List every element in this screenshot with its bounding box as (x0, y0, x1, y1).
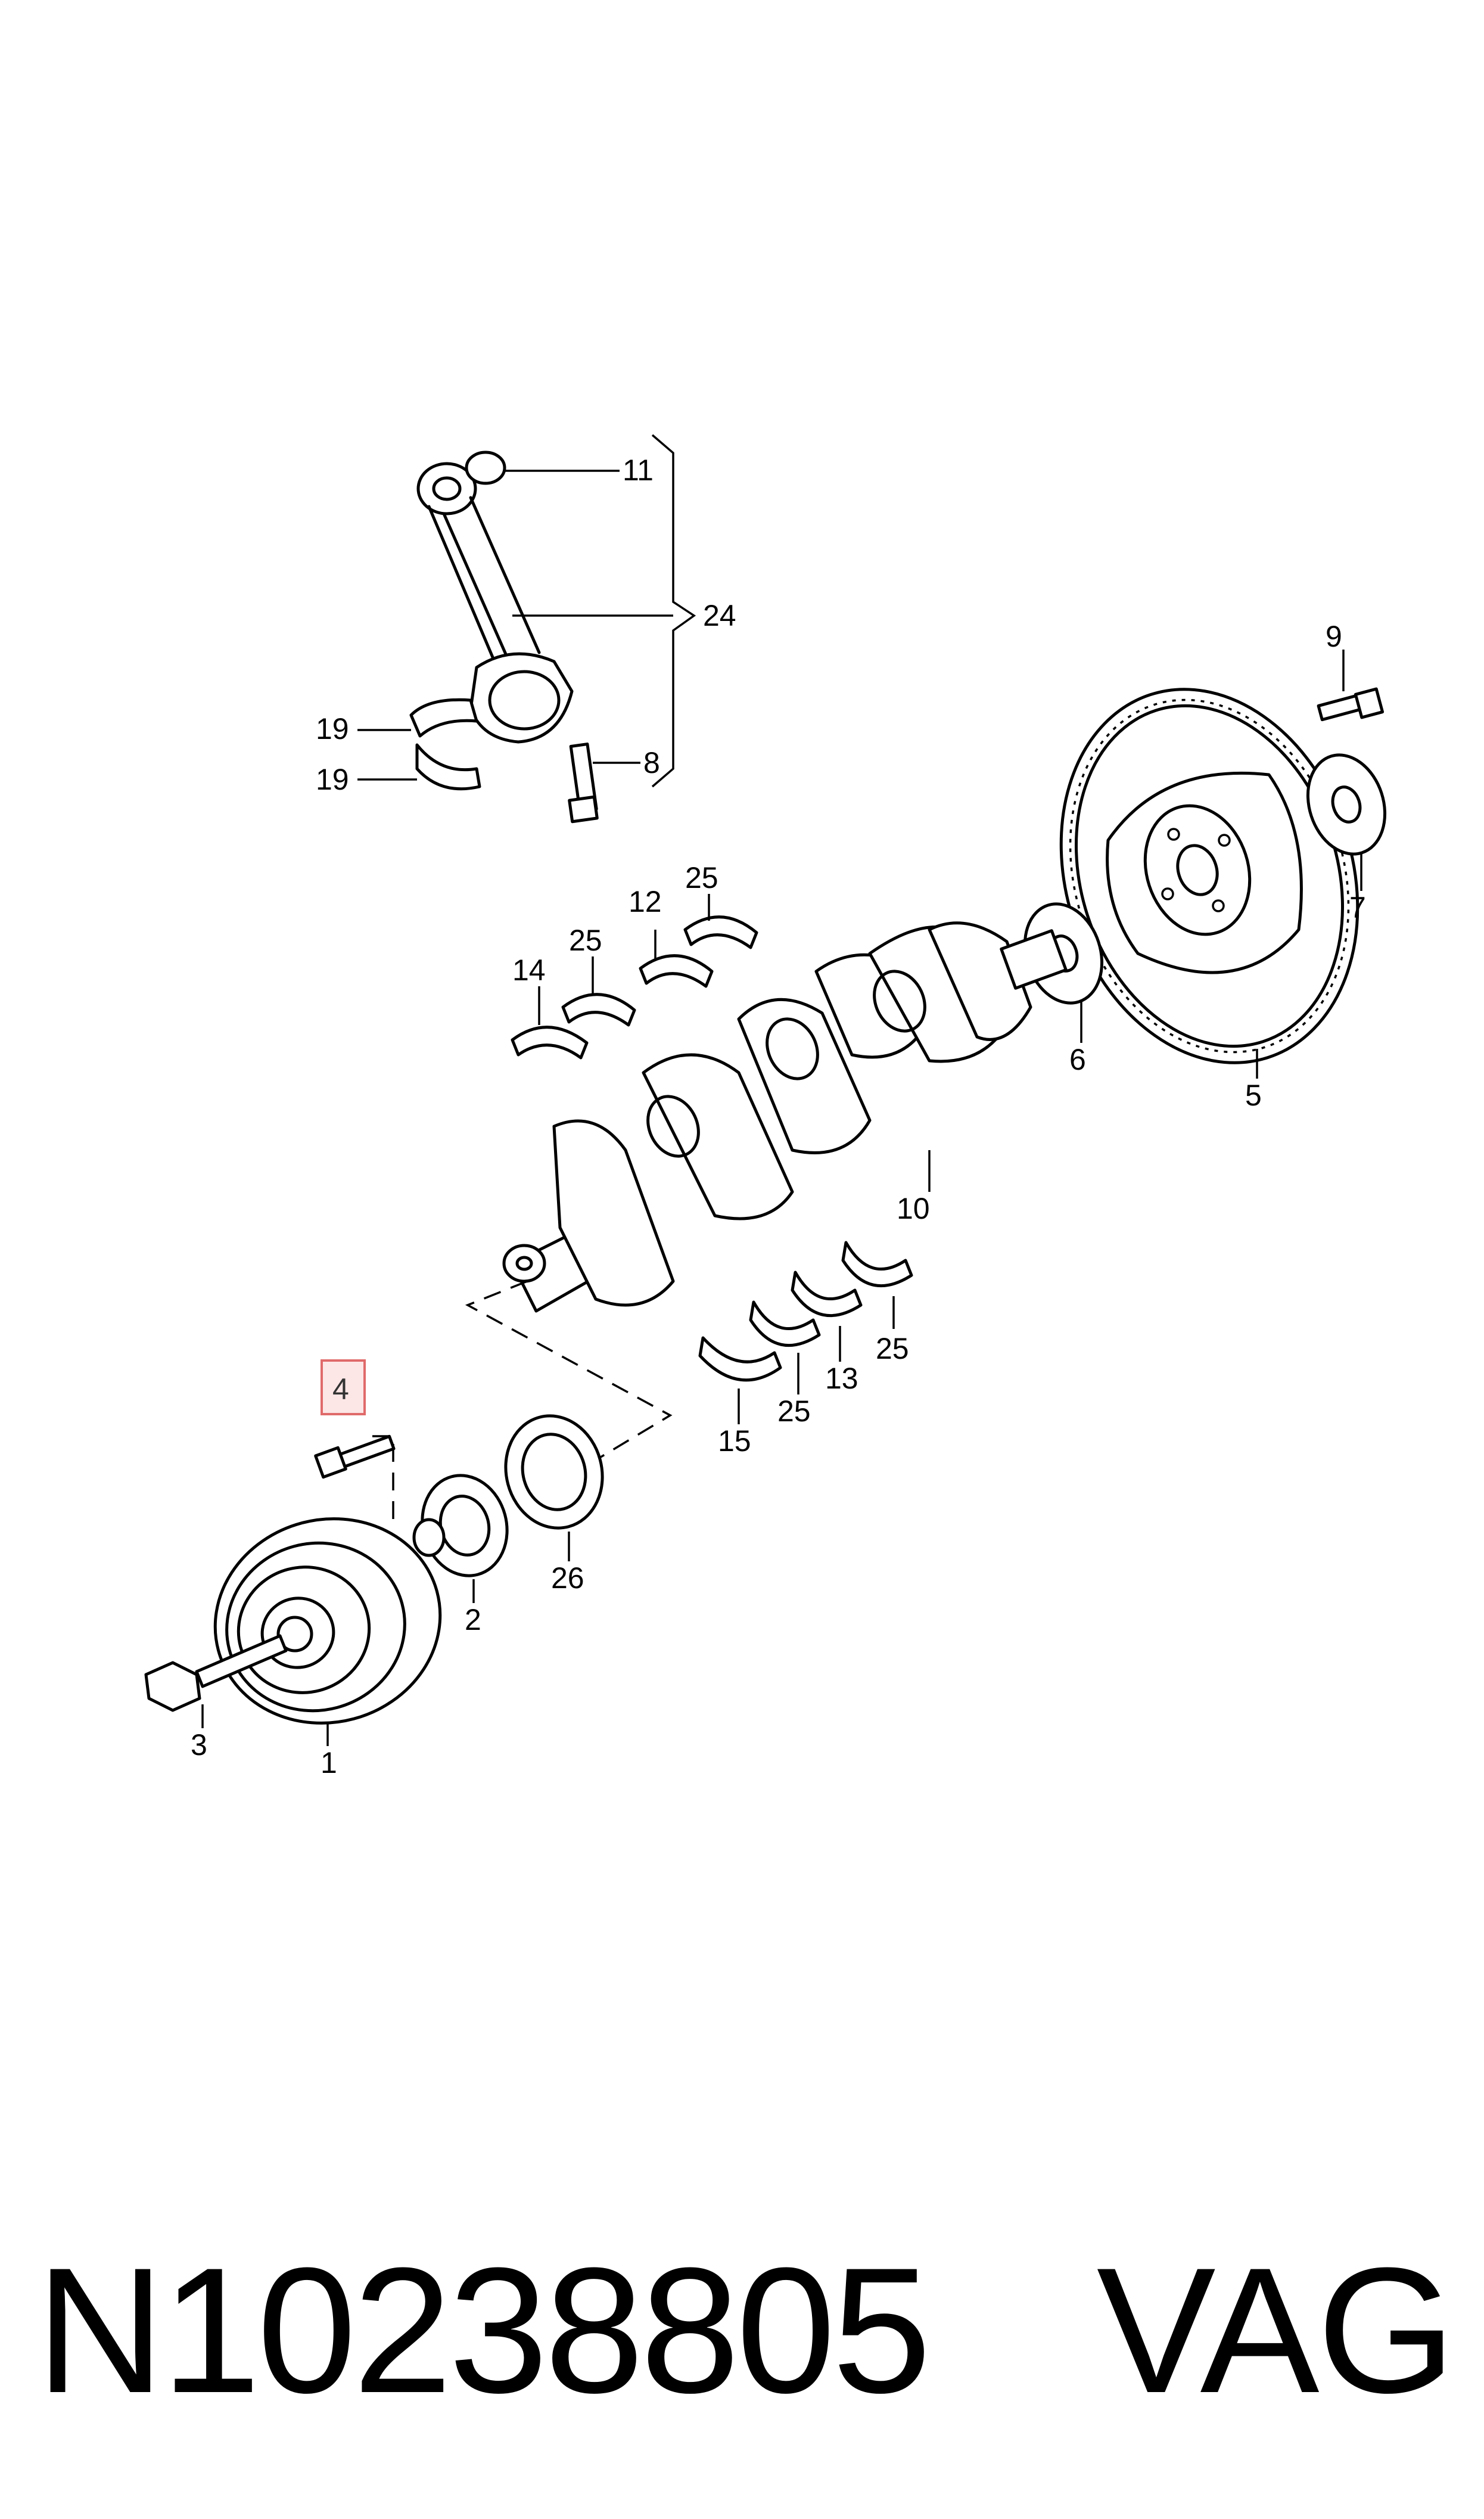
callout-8: 8 (643, 746, 660, 779)
crankshaft (465, 921, 1068, 1461)
callout-25-d: 25 (876, 1332, 909, 1365)
callout-19-lower: 19 (316, 763, 349, 796)
callout-11: 11 (623, 454, 654, 487)
callout-25-a: 25 (569, 924, 602, 957)
callout-6: 6 (1069, 1043, 1086, 1076)
callout-9: 9 (1326, 620, 1342, 653)
callout-26: 26 (551, 1561, 584, 1595)
highlight-box (321, 1359, 366, 1415)
flywheel (1023, 650, 1387, 1079)
callout-labels: 11 24 19 19 8 9 7 6 5 10 14 25 12 25 15 … (191, 454, 1366, 1779)
callout-25-b: 25 (685, 861, 718, 894)
callout-5: 5 (1245, 1079, 1262, 1112)
part-number: N10238805 (36, 2230, 931, 2430)
callout-24: 24 (703, 599, 736, 632)
exploded-parts-diagram: 11 24 19 19 8 9 7 6 5 10 14 25 12 25 15 … (144, 434, 1387, 1779)
connecting-rod-assembly (357, 434, 696, 824)
callout-25-c: 25 (777, 1394, 811, 1428)
footer: N10238805 VAG (36, 2229, 1456, 2431)
brand-label: VAG (1096, 2230, 1456, 2430)
callout-19-upper: 19 (316, 712, 349, 746)
callout-4-highlighted: 4 (332, 1372, 349, 1406)
callout-10: 10 (897, 1192, 930, 1225)
callout-1: 1 (321, 1746, 337, 1779)
callout-3: 3 (191, 1728, 207, 1762)
pulley-group (144, 1414, 604, 1746)
lower-bearing-shells (698, 1241, 913, 1424)
callout-7: 7 (1349, 891, 1366, 924)
callout-12: 12 (629, 885, 662, 918)
callout-14: 14 (512, 953, 546, 987)
callout-13: 13 (825, 1362, 858, 1395)
upper-bearing-shells (511, 894, 758, 1060)
callout-15: 15 (718, 1424, 751, 1458)
callout-2: 2 (465, 1603, 481, 1636)
